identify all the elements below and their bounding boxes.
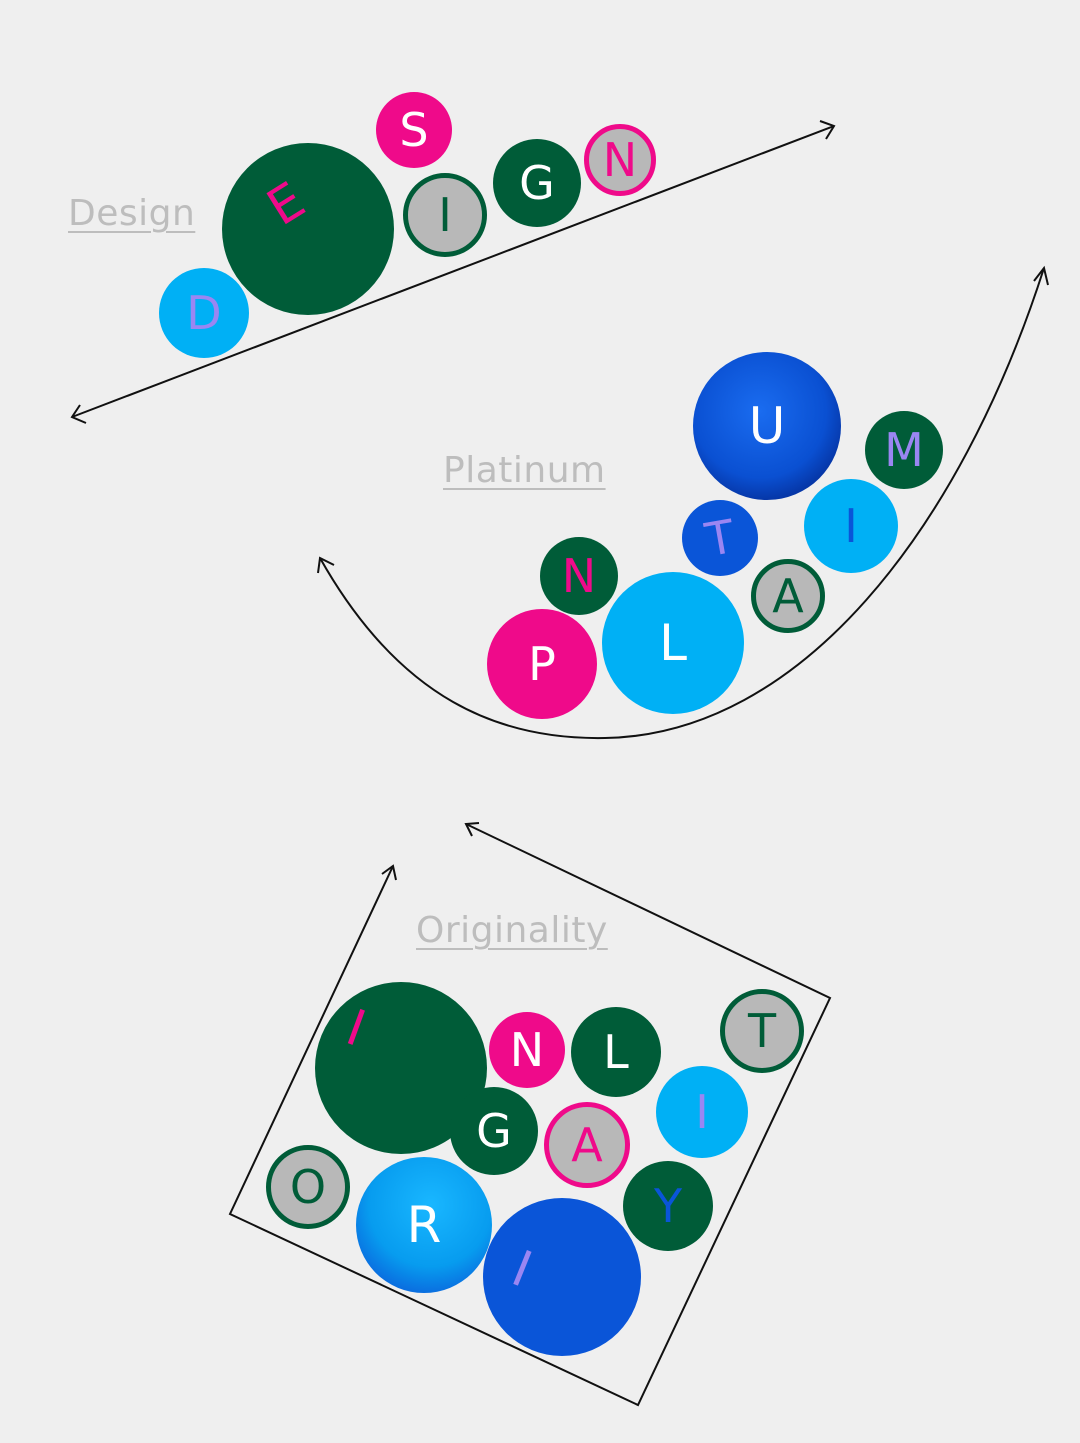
design-bubble-circle [159,268,249,358]
originality-bubble-letter: I [695,1085,709,1139]
platinum-bubble-7: I [804,479,898,573]
design-bubble-circle [493,139,581,227]
originality-bubble-circle [489,1012,565,1088]
platinum-bubble-circle [540,537,618,615]
originality-bubble-letter: T [747,1004,777,1058]
platinum-bubble-circle [602,572,744,714]
design-bubble-circle [376,92,452,168]
originality-bubble-letter: R [407,1196,442,1254]
design-bubble-6: N [584,124,656,196]
originality-bubble-letter: O [290,1160,326,1214]
originality-bubble-circle [544,1102,630,1188]
originality-bubble-4: T [720,989,804,1073]
originality-bubble-circle [571,1007,661,1097]
link-originality[interactable]: Originality [416,910,608,951]
originality-bubble-circle [315,982,487,1154]
originality-bubble-letter: L [603,1025,629,1079]
platinum-bubble-circle [693,352,841,500]
platinum-bubble-letter: A [772,569,804,623]
originality-bubble-circle [483,1198,641,1356]
originality-bubble-letter: N [510,1023,544,1077]
platinum-bubble-5: A [751,559,825,633]
platinum-bubble-circle [751,559,825,633]
design-bubble-4: I [403,173,487,257]
originality-bubble-1: I [315,982,487,1154]
originality-bubble-circle [656,1066,748,1158]
originality-bubble-11: Y [623,1161,713,1251]
design-bubble-letter: S [399,103,428,157]
originality-bubble-circle [623,1161,713,1251]
design-bubble-circle [584,124,656,196]
originality-bubble-letter: Y [653,1179,683,1233]
design-bubble-5: G [493,139,581,227]
design-bubble-circle [222,143,394,315]
platinum-bubble-circle [682,500,758,576]
platinum-bubble-circle [487,609,597,719]
platinum-bubble-4: T [682,500,758,576]
design-bubble-3: S [376,92,452,168]
originality-bubble-2: N [489,1012,565,1088]
originality-bubble-circle [356,1157,492,1293]
originality-bubble-7: I [656,1066,748,1158]
design-bubble-2: E [222,143,394,315]
platinum-bubble-6: U [693,352,841,500]
originality-container-arrow [228,822,832,1407]
design-bubble-letter: D [186,286,221,340]
design-bubble-circle [403,173,487,257]
platinum-bubble-2: N [540,537,618,615]
platinum-bubble-letter: M [884,423,924,477]
design-bubble-1: D [159,268,249,358]
link-design[interactable]: Design [68,193,196,234]
originality-bubble-3: L [571,1007,661,1097]
platinum-bubble-letter: I [844,499,858,553]
design-bubble-letter: N [603,133,637,187]
platinum-bubble-letter: P [528,637,556,691]
originality-bubble-10: I [483,1198,641,1356]
platinum-bubble-letter: U [749,397,786,455]
design-bubble-letter: I [438,188,452,242]
platinum-curve-arrow [317,265,1049,740]
originality-bubble-circle [266,1145,350,1229]
originality-bubble-9: R [356,1157,492,1293]
platinum-bubble-letter: N [562,549,596,603]
originality-bubble-circle [450,1087,538,1175]
link-platinum[interactable]: Platinum [443,450,606,491]
platinum-bubble-circle [865,411,943,489]
platinum-bubble-3: L [602,572,744,714]
platinum-bubble-circle [804,479,898,573]
design-bubble-letter: G [519,156,555,210]
originality-bubble-6: A [544,1102,630,1188]
platinum-bubble-1: P [487,609,597,719]
originality-bubble-letter: G [476,1104,512,1158]
originality-bubble-5: G [450,1087,538,1175]
design-axis-arrow [70,120,836,424]
originality-bubble-8: O [266,1145,350,1229]
originality-bubble-circle [720,989,804,1073]
originality-bubble-letter: A [571,1118,603,1172]
platinum-bubble-letter: L [659,614,687,672]
platinum-bubble-8: M [865,411,943,489]
